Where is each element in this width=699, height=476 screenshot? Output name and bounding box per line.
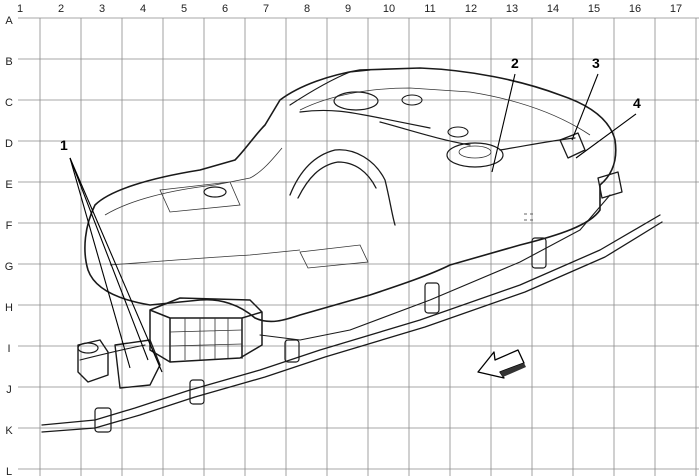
tank-sump	[203, 186, 227, 198]
grid-column-label: 1	[17, 3, 23, 15]
fuel-feed-line	[41, 214, 661, 426]
grid-column-label: 17	[670, 3, 682, 15]
grid-column-label: 2	[58, 3, 64, 15]
tank-port-top	[401, 94, 423, 106]
grid-column-label: 12	[465, 3, 477, 15]
grid-row-label: B	[5, 56, 12, 68]
callout-3: 3	[571, 55, 600, 141]
vent-valve	[77, 342, 99, 354]
tank-panel-center	[299, 244, 369, 269]
row-labels: A B C D E F G H I J K L	[5, 15, 14, 476]
fuel-return-line	[41, 221, 663, 433]
fuel-sender-module	[446, 142, 504, 168]
callout-label-2: 2	[511, 55, 519, 71]
callout-label-4: 4	[633, 95, 641, 111]
fuel-tank-illustration	[41, 67, 663, 433]
grid-column-label: 10	[383, 3, 395, 15]
grid-row-label: L	[6, 466, 12, 476]
fuel-sender-cap	[458, 145, 492, 159]
mount-dots	[524, 213, 533, 221]
grid-column-label: 6	[222, 3, 228, 15]
purge-valve-assembly	[77, 339, 161, 389]
line-clip-5	[189, 379, 205, 405]
grid-row-label: C	[5, 97, 13, 109]
fuel-tank-outline	[84, 67, 617, 323]
grid-column-label: 7	[263, 3, 269, 15]
grid-row-label: D	[5, 138, 13, 150]
forward-direction-arrow	[477, 349, 526, 379]
grid-column-label: 3	[99, 3, 105, 15]
grid-column-label: 14	[547, 3, 559, 15]
tank-top-hoses	[289, 69, 576, 151]
callout-1: 1	[60, 137, 163, 373]
grid-row-label: K	[5, 425, 13, 437]
grid-row-label: F	[6, 220, 13, 232]
tank-port	[447, 126, 469, 138]
line-clip-3	[284, 339, 300, 363]
grid-column-label: 16	[629, 3, 641, 15]
grid-row-label: J	[6, 384, 12, 396]
fuel-tank-ridge	[104, 87, 591, 266]
grid-row-label: A	[5, 15, 13, 27]
callout-label-3: 3	[592, 55, 600, 71]
tank-panel-left	[159, 181, 241, 213]
callout-4: 4	[575, 95, 641, 159]
evap-canister	[149, 297, 263, 363]
line-clip-2	[531, 237, 547, 269]
callout-2: 2	[491, 55, 519, 173]
grid-column-label: 13	[506, 3, 518, 15]
grid-row-label: H	[5, 302, 13, 314]
tank-saddle	[289, 149, 396, 226]
callout-label-1: 1	[60, 137, 68, 153]
grid-row-label: G	[5, 261, 14, 273]
grid-column-label: 15	[588, 3, 600, 15]
line-clip-1	[424, 282, 440, 314]
sender-connectors	[559, 132, 623, 199]
grid-row-label: E	[5, 179, 12, 191]
grid-column-label: 9	[345, 3, 351, 15]
grid-column-label: 4	[140, 3, 146, 15]
reference-grid	[18, 17, 699, 476]
fuel-pump-module	[333, 91, 379, 111]
line-clip-4	[94, 407, 112, 433]
grid-column-label: 11	[424, 3, 435, 15]
grid-row-label: I	[7, 343, 10, 355]
evap-canister-ribs	[169, 318, 243, 360]
grid-column-label: 5	[181, 3, 187, 15]
vapor-line	[79, 194, 611, 361]
grid-column-label: 8	[304, 3, 310, 15]
